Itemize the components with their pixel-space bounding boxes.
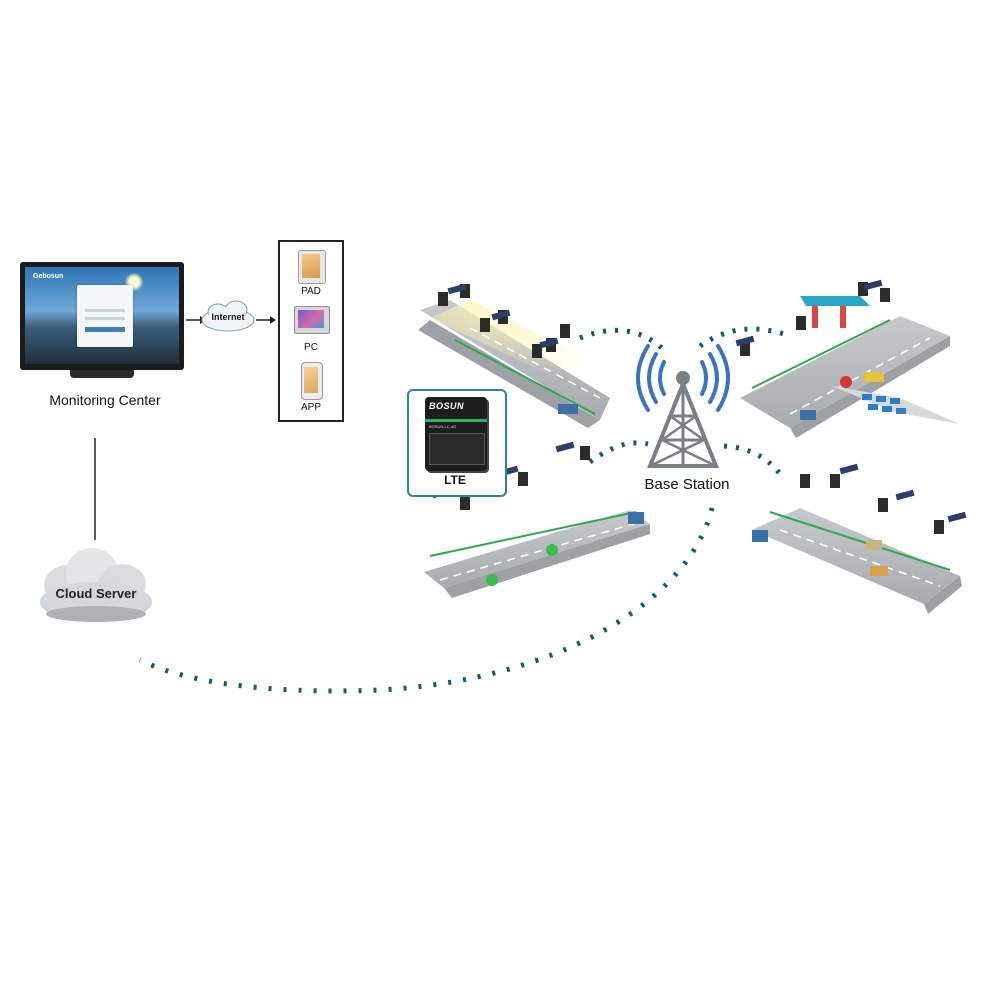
tower-signal-arcs (636, 344, 730, 412)
road-scene-lower-left (424, 441, 650, 598)
lte-controller-unit: BOSUN BOSUN-LC-4G (425, 397, 487, 471)
signal-wave-upper-right (698, 326, 791, 349)
base-station-label: Base Station (644, 476, 730, 493)
monitor-stand (70, 370, 134, 378)
road-scene-lower-right (752, 463, 967, 614)
monitor-screen-logo: Gebosun (33, 273, 64, 280)
monitoring-center-label: Monitoring Center (49, 392, 161, 408)
lte-info-panel (429, 433, 485, 465)
lte-accent-stripe (425, 419, 487, 422)
monitor-screen: Gebosun (25, 267, 179, 364)
tablet-icon (298, 250, 326, 284)
arrow-internet-devices (256, 316, 276, 324)
cloud-server-label: Cloud Server (55, 586, 137, 601)
internet-label: Internet (211, 312, 245, 322)
desktop-pc-icon (294, 306, 330, 334)
smartphone-icon (301, 362, 323, 400)
device-label-app: APP (300, 402, 321, 413)
base-station-tower (636, 344, 730, 468)
login-field (85, 309, 125, 312)
lte-label: LTE (444, 473, 466, 487)
device-label-pad: PAD (301, 286, 321, 297)
lte-brand-logo: BOSUN (429, 401, 465, 411)
monitoring-center-monitor: Gebosun (20, 262, 184, 382)
login-field (85, 317, 125, 320)
lte-model-text: BOSUN-LC-4G (429, 424, 457, 429)
client-devices-box: PAD PC APP (278, 240, 344, 422)
lte-device-box: BOSUN BOSUN-LC-4G LTE (407, 389, 507, 497)
signal-wave-upper-left (579, 327, 666, 352)
signal-wave-lower-left (588, 440, 649, 465)
cloud-server-shape (40, 548, 152, 622)
device-label-pc: PC (304, 342, 318, 353)
internet-cloud-shape (201, 300, 255, 332)
road-scene-upper-right (735, 279, 960, 438)
road-scene-upper-left (418, 283, 610, 428)
signal-wave-lower-right (723, 443, 782, 476)
login-panel (77, 285, 133, 347)
monitor-bezel: Gebosun (20, 262, 184, 370)
login-button (85, 327, 125, 332)
